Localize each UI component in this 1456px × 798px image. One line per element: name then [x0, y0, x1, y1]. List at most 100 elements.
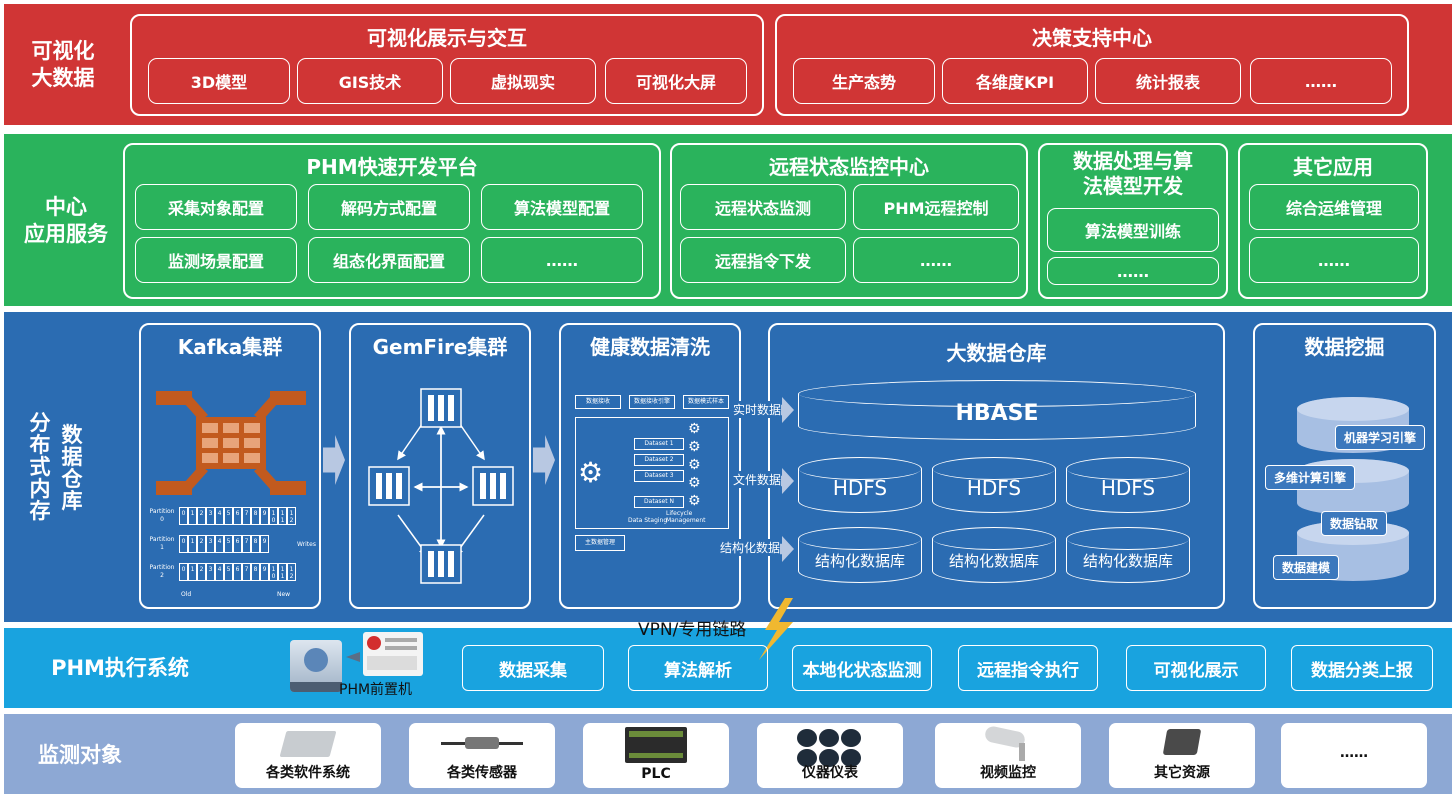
remote-center-panel: 远程状态监控中心 远程状态监测 PHM远程控制 远程指令下发 …… [670, 143, 1028, 299]
mining-modeling[interactable]: 数据建模 [1273, 555, 1340, 580]
data-staging-box: ⚙ Dataset 1 Dataset 2 Dataset 3 Dataset … [575, 417, 729, 529]
band-label-monitor: 监测对象 [38, 743, 122, 767]
gear-icon: ⚙⚙⚙⚙⚙ [688, 421, 701, 509]
partition-cell: 0 [179, 507, 188, 525]
old-label: Old [181, 591, 192, 598]
monitor-video[interactable]: 视频监控 [935, 723, 1081, 788]
data-proc-item-train[interactable]: 算法模型训练 [1047, 208, 1219, 252]
dataset-box: Dataset 1 [634, 438, 684, 450]
vpn-label: VPN/专用链路 [638, 620, 747, 640]
phm-item-collect[interactable]: 采集对象配置 [135, 184, 297, 230]
phm-item-algo[interactable]: 算法模型配置 [481, 184, 643, 230]
monitor-software[interactable]: 各类软件系统 [235, 723, 381, 788]
gemfire-panel: GemFire集群 [349, 323, 531, 609]
data-proc-item-more[interactable]: …… [1047, 257, 1219, 285]
dataset-box: Dataset 2 [634, 454, 684, 466]
partition-cell: 2 [197, 535, 206, 553]
viz-display-title: 可视化展示与交互 [367, 26, 527, 50]
structured-db-label: 结构化数据库 [814, 552, 905, 570]
partition-cell: 1 [188, 563, 197, 581]
decision-item-more[interactable]: …… [1250, 58, 1392, 104]
viz-item-3d[interactable]: 3D模型 [148, 58, 290, 104]
phm-item-ui[interactable]: 组态化界面配置 [308, 237, 470, 283]
monitor-software-label: 各类软件系统 [266, 765, 350, 781]
partition-cell: 1 2 [287, 507, 296, 525]
phm-exec-local-monitor[interactable]: 本地化状态监测 [792, 645, 932, 691]
plc-icon [625, 727, 687, 763]
decision-item-production[interactable]: 生产态势 [793, 58, 935, 104]
other-item-ops[interactable]: 综合运维管理 [1249, 184, 1419, 230]
flow-label-file: 文件数据 [733, 471, 782, 488]
gears-icon: ⚙ [578, 456, 604, 489]
software-system-icon [279, 731, 337, 757]
lifecycle-label: Lifecycle Management [666, 510, 706, 524]
partition-cell: 6 [233, 507, 242, 525]
partition-cell: 8 [251, 563, 260, 581]
band-label-center: 中心 应用服务 [24, 195, 108, 246]
structured-db-cylinder: 结构化数据库 [932, 527, 1056, 583]
monitor-plc[interactable]: PLC [583, 723, 729, 788]
partition-cell: 3 [206, 507, 215, 525]
hdfs-label: HDFS [832, 476, 888, 500]
phm-exec-remote-command[interactable]: 远程指令执行 [958, 645, 1098, 691]
monitor-sensor[interactable]: 各类传感器 [409, 723, 555, 788]
data-proc-title: 数据处理与算 法模型开发 [1073, 149, 1193, 198]
other-item-more[interactable]: …… [1249, 237, 1419, 283]
remote-item-more[interactable]: …… [853, 237, 1019, 283]
hdfs-label: HDFS [1100, 476, 1156, 500]
data-warehouse-panel: 大数据仓库 HBASE HDFS HDFS HDFS 结构化数据库 结构化数据库… [768, 323, 1225, 609]
phm-platform-panel: PHM快速开发平台 采集对象配置 解码方式配置 算法模型配置 监测场景配置 组态… [123, 143, 661, 299]
phm-item-scene[interactable]: 监测场景配置 [135, 237, 297, 283]
partition-cell: 1 0 [269, 563, 278, 581]
monitor-other[interactable]: 其它资源 [1109, 723, 1255, 788]
mining-ml-engine[interactable]: 机器学习引擎 [1335, 425, 1426, 450]
other-apps-title: 其它应用 [1293, 155, 1373, 179]
monitor-video-label: 视频监控 [980, 765, 1036, 781]
monitor-more[interactable]: …… [1281, 723, 1427, 788]
arrow-right-icon [533, 435, 555, 485]
structured-db-label: 结构化数据库 [1082, 552, 1173, 570]
partition-cell: 7 [242, 507, 251, 525]
lightning-icon [759, 598, 793, 660]
data-cleaning-panel: 健康数据清洗 数据接收 数据接收引擎 数据模式样本 ⚙ Dataset 1 Da… [559, 323, 741, 609]
remote-item-control[interactable]: PHM远程控制 [853, 184, 1019, 230]
partition-cell: 1 [188, 507, 197, 525]
partition-cell: 4 [215, 507, 224, 525]
remote-item-command[interactable]: 远程指令下发 [680, 237, 846, 283]
cleaning-box: 数据模式样本 [683, 395, 729, 409]
phm-exec-visualize[interactable]: 可视化展示 [1126, 645, 1266, 691]
viz-item-gis[interactable]: GIS技术 [297, 58, 443, 104]
partition-cell: 1 0 [269, 507, 278, 525]
viz-item-bigscreen[interactable]: 可视化大屏 [605, 58, 747, 104]
phm-exec-report[interactable]: 数据分类上报 [1291, 645, 1433, 691]
partition-cell: 9 [260, 535, 269, 553]
partition-cell: 7 [242, 563, 251, 581]
decision-title: 决策支持中心 [1032, 26, 1152, 50]
hdfs-label: HDFS [966, 476, 1022, 500]
hdfs-cylinder: HDFS [1066, 457, 1190, 513]
staging-label: Data Staging [628, 517, 668, 524]
viz-item-vr[interactable]: 虚拟现实 [450, 58, 596, 104]
partition-cell: 5 [224, 563, 233, 581]
master-data-box: 主数据管理 [575, 535, 625, 551]
partition-label: Partition 2 [149, 564, 175, 579]
front-device-icon [363, 632, 423, 676]
visual-bigdata-band [4, 4, 1452, 125]
device-box-icon [1162, 729, 1202, 755]
partition-cell: 2 [197, 507, 206, 525]
server-icon [290, 640, 342, 692]
remote-item-monitor[interactable]: 远程状态监测 [680, 184, 846, 230]
decision-item-report[interactable]: 统计报表 [1095, 58, 1241, 104]
partition-cell: 8 [251, 507, 260, 525]
phm-item-decode[interactable]: 解码方式配置 [308, 184, 470, 230]
partition-cell: 5 [224, 535, 233, 553]
monitor-instrument[interactable]: 仪器仪表 [757, 723, 903, 788]
mining-olap-engine[interactable]: 多维计算引擎 [1265, 465, 1356, 490]
partition-cell: 5 [224, 507, 233, 525]
mining-drilldown[interactable]: 数据钻取 [1321, 511, 1388, 536]
decision-item-kpi[interactable]: 各维度KPI [942, 58, 1088, 104]
phm-exec-collect[interactable]: 数据采集 [462, 645, 604, 691]
phm-item-more[interactable]: …… [481, 237, 643, 283]
decision-panel: 决策支持中心 生产态势 各维度KPI 统计报表 …… [775, 14, 1409, 116]
phm-exec-parse[interactable]: 算法解析 [628, 645, 768, 691]
